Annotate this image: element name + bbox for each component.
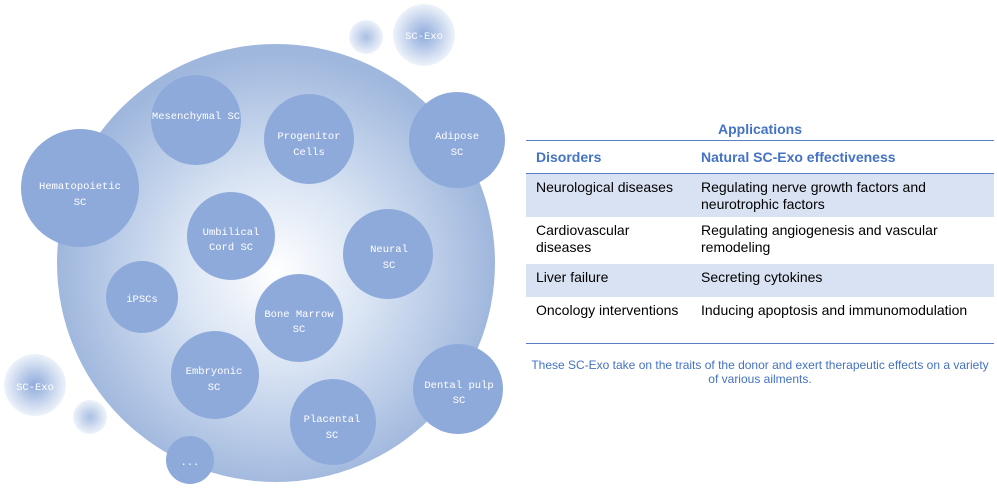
table-row: Oncology interventions Inducing apoptosi… — [526, 297, 994, 344]
disorder-cell: Cardiovascular diseases — [536, 222, 630, 255]
cell-ipscs-label: iPSCs — [126, 294, 158, 306]
cell-bone-marrow: Bone Marrow SC — [255, 274, 343, 362]
exosome-label-left: SC-Exo — [16, 382, 54, 394]
cell-adipose-label-1: Adipose — [435, 131, 479, 143]
table-caption: These SC-Exo take on the traits of the d… — [531, 358, 989, 386]
effect-cell: Secreting cytokines — [691, 264, 994, 297]
effect-cell: Inducing apoptosis and immunomodulation — [691, 297, 994, 344]
cell-progenitor-label-2: Cells — [293, 147, 325, 159]
cell-hematopoietic-label-2: SC — [74, 197, 87, 209]
cell-embryonic: Embryonic SC — [171, 331, 259, 419]
table-row: Liver failure Secreting cytokines — [526, 264, 994, 297]
cell-progenitor-label-1: Progenitor — [277, 131, 340, 143]
table-row: Cardiovascular diseases Regulating angio… — [526, 217, 994, 264]
disorder-cell: Oncology interventions — [526, 297, 691, 344]
cell-umbilical-label-2: Cord SC — [209, 242, 253, 254]
stem-cell-diagram: SC-Exo SC-Exo Mesenchymal SC Progenitor … — [4, 4, 505, 484]
applications-table: Applications Disorders Natural SC-Exo ef… — [526, 118, 994, 344]
cell-adipose: Adipose SC — [409, 92, 505, 188]
cell-embryonic-label-1: Embryonic — [186, 366, 243, 378]
cell-more: ... — [166, 436, 214, 484]
cell-bone-marrow-label-1: Bone Marrow — [264, 309, 334, 321]
header-effectiveness: Natural SC-Exo effectiveness — [691, 140, 994, 174]
cell-progenitor: Progenitor Cells — [264, 94, 354, 184]
cell-adipose-label-2: SC — [451, 147, 464, 159]
exosome-top-small — [349, 20, 383, 54]
cell-more-label: ... — [181, 457, 200, 469]
cell-dental-pulp-label-2: SC — [453, 395, 466, 407]
cell-neural-label-2: SC — [383, 260, 396, 272]
cell-placental-label-1: Placental — [304, 414, 361, 426]
cell-bone-marrow-label-2: SC — [293, 324, 306, 336]
exosome-left: SC-Exo — [4, 354, 66, 416]
exosome-top: SC-Exo — [393, 4, 455, 66]
cell-ipscs: iPSCs — [106, 261, 178, 333]
cell-neural: Neural SC — [343, 209, 433, 299]
cell-embryonic-label-2: SC — [208, 382, 221, 394]
cell-placental-label-2: SC — [326, 430, 339, 442]
header-disorders: Disorders — [526, 140, 691, 174]
cell-neural-label-1: Neural — [370, 244, 408, 256]
cell-placental: Placental SC — [290, 379, 376, 465]
table-title: Applications — [717, 121, 802, 137]
cell-mesenchymal-label: Mesenchymal SC — [152, 111, 240, 123]
exosome-left-small — [73, 400, 107, 434]
table-row: Neurological diseases Regulating nerve g… — [526, 173, 994, 217]
effect-cell: Regulating angiogenesis and vascular rem… — [701, 222, 938, 255]
disorder-cell: Liver failure — [526, 264, 691, 297]
cell-hematopoietic-label-1: Hematopoietic — [39, 181, 121, 193]
exosome-label-top: SC-Exo — [405, 31, 443, 43]
cell-dental-pulp: Dental pulp SC — [413, 344, 503, 434]
cell-umbilical: Umbilical Cord SC — [187, 192, 275, 280]
disorder-cell: Neurological diseases — [526, 173, 691, 217]
cell-umbilical-label-1: Umbilical — [203, 227, 260, 239]
effect-cell: Regulating nerve growth factors and neur… — [691, 173, 994, 217]
table-header-row: Disorders Natural SC-Exo effectiveness — [526, 140, 994, 174]
cell-dental-pulp-label-1: Dental pulp — [424, 380, 493, 392]
cell-mesenchymal: Mesenchymal SC — [151, 75, 241, 165]
cell-hematopoietic: Hematopoietic SC — [21, 129, 139, 247]
applications-grid: Disorders Natural SC-Exo effectiveness N… — [526, 140, 994, 344]
